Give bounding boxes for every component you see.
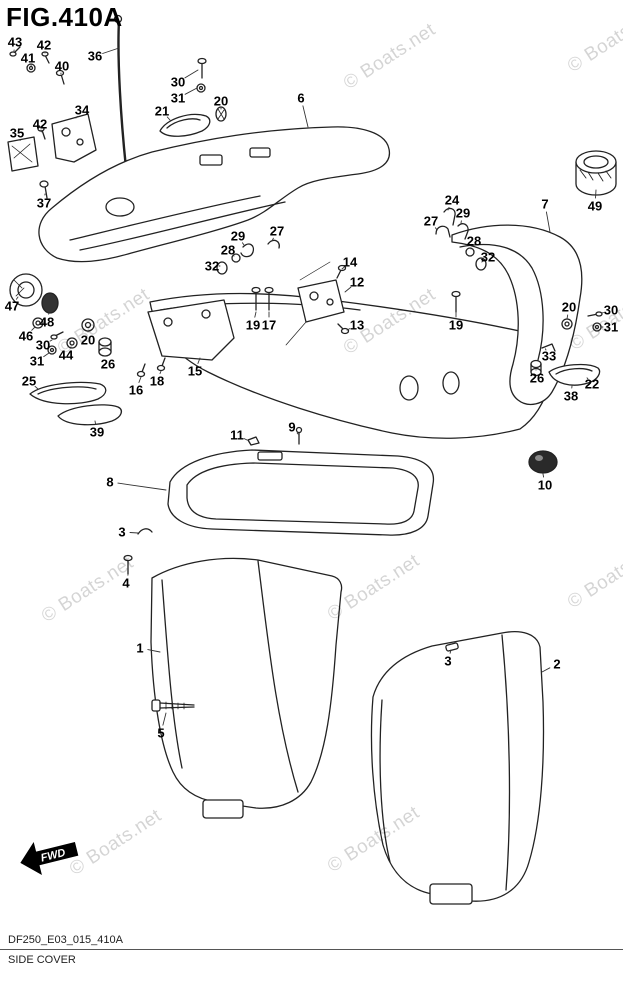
leader-line-30	[601, 312, 604, 314]
leader-line-29	[241, 242, 245, 246]
leader-line-3	[129, 532, 139, 534]
leader-line-31	[43, 352, 50, 358]
leader-line-18	[159, 370, 162, 375]
fwd-label: FWD	[40, 847, 67, 865]
hardware-center	[216, 239, 350, 346]
hardware-left-middle	[9, 273, 274, 378]
leader-line-13	[346, 328, 351, 331]
leader-line-11	[243, 438, 248, 441]
figure-code: DF250_E03_015_410A	[8, 934, 123, 946]
leader-line-25	[34, 385, 39, 390]
leader-line-8	[117, 482, 167, 491]
leader-line-46	[31, 326, 36, 331]
leader-line-15	[197, 357, 201, 364]
part-rod-36	[113, 14, 128, 170]
leader-line-1	[147, 649, 161, 653]
leader-line-39	[94, 420, 97, 425]
leader-line-44	[69, 346, 72, 349]
leader-line-33	[544, 348, 547, 351]
leader-line-27	[271, 237, 274, 242]
leader-line-3	[449, 649, 452, 654]
part-front-left-cover-1	[150, 557, 343, 819]
leader-line-21	[166, 116, 171, 121]
leader-line-34	[75, 115, 78, 119]
fwd-arrow-icon: FWD	[20, 841, 79, 875]
leader-line-6	[302, 105, 309, 128]
leader-line-9	[296, 432, 299, 435]
leader-line-30	[49, 339, 53, 342]
part-front-right-cover-2	[370, 631, 545, 905]
leader-line-32	[481, 260, 484, 263]
leader-line-31	[184, 87, 198, 95]
part-plug-49	[575, 150, 617, 196]
leader-line-14	[341, 266, 345, 270]
leader-line-2	[541, 667, 551, 673]
part-upper-cover-6	[38, 126, 391, 263]
hardware-bottom	[123, 528, 459, 712]
leader-line-47	[15, 296, 19, 300]
leader-line-12	[344, 286, 352, 293]
leader-line-36	[102, 47, 120, 54]
leader-line-16	[138, 376, 142, 383]
footer-divider	[0, 949, 623, 950]
leader-line-24	[447, 206, 450, 211]
figure-title: FIG.410A	[6, 2, 123, 32]
leader-line-7	[545, 211, 551, 233]
hardware-top-left	[7, 46, 97, 199]
hardware-top-middle	[159, 57, 227, 137]
figure-name: SIDE COVER	[8, 954, 76, 966]
leader-line-5	[162, 712, 167, 726]
part-gasket-8	[167, 449, 435, 536]
leader-line-30	[184, 69, 199, 79]
hardware-lower-center	[247, 426, 558, 474]
leader-line-22	[586, 377, 589, 380]
part-right-cover-7	[451, 224, 583, 406]
leader-line-10	[542, 473, 545, 478]
leader-line-20	[566, 314, 569, 320]
part-strips-25-39	[29, 381, 123, 426]
leader-line-19	[254, 311, 257, 318]
leader-line-27	[434, 227, 438, 231]
leader-lines	[13, 47, 604, 726]
figure-footer: DF250_E03_015_410A SIDE COVER	[0, 934, 623, 966]
fwd-arrow: FWD	[15, 825, 89, 890]
leader-line-49	[595, 189, 597, 199]
